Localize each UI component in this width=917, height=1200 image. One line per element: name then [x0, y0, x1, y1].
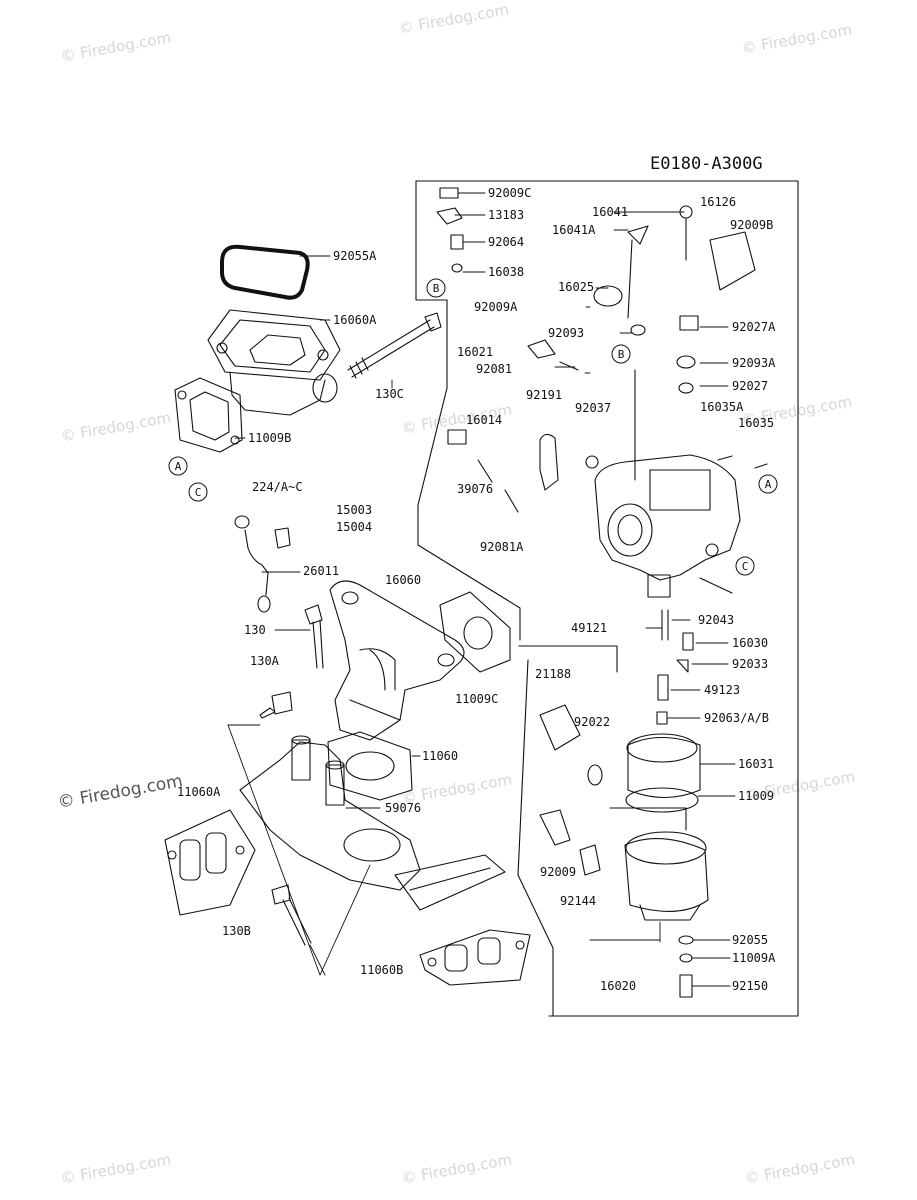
- reference-marker-c: C: [188, 482, 208, 502]
- part-label: 92037: [575, 401, 611, 415]
- part-label: 92063/A/B: [704, 711, 769, 725]
- part-label: 21188: [535, 667, 571, 681]
- part-label: 92064: [488, 235, 524, 249]
- part-label: 26011: [303, 564, 339, 578]
- gasket-11009b: [174, 377, 243, 453]
- part-label: 92043: [698, 613, 734, 627]
- small-carburetor-parts: [447, 339, 768, 594]
- part-label: 16025: [558, 280, 594, 294]
- bolt-130c: [347, 312, 442, 379]
- part-label: 16041: [592, 205, 628, 219]
- part-label: 92191: [526, 388, 562, 402]
- part-label: 130: [244, 623, 266, 637]
- part-label: 16014: [466, 413, 502, 427]
- part-label: 92009: [540, 865, 576, 879]
- part-label: 16060A: [333, 313, 377, 327]
- part-label: 39076: [457, 482, 493, 496]
- reference-marker-b: B: [611, 344, 631, 364]
- reference-marker-label: A: [765, 478, 772, 491]
- part-label: 92093: [548, 326, 584, 340]
- assembly-frames: [415, 180, 799, 1017]
- part-label: 11009A: [732, 951, 776, 965]
- float-16031: [625, 733, 701, 813]
- reference-marker-label: C: [195, 486, 202, 499]
- diagram-code: E0180-A300G: [650, 154, 763, 174]
- part-label: 15003: [336, 503, 372, 517]
- part-label: 92027A: [732, 320, 776, 334]
- part-label: 16035: [738, 416, 774, 430]
- leader-lines: [227, 192, 736, 987]
- part-label: 15004: [336, 520, 372, 534]
- part-label: 92093A: [732, 356, 776, 370]
- float-bowl-16020: [624, 831, 709, 921]
- reference-marker-b: B: [426, 278, 446, 298]
- part-label: 16041A: [552, 223, 596, 237]
- part-label: 92144: [560, 894, 596, 908]
- part-label: 130B: [222, 924, 251, 938]
- choke-parts: [436, 187, 756, 394]
- part-label: 224/A~C: [252, 480, 303, 494]
- gasket-11060a: [164, 809, 256, 916]
- part-label: 13183: [488, 208, 524, 222]
- jets-and-needle: [539, 609, 694, 998]
- carburetor-body-15003: [594, 369, 741, 598]
- part-label: 11060B: [360, 963, 403, 977]
- part-label: 59076: [385, 801, 421, 815]
- reference-marker-label: B: [433, 282, 440, 295]
- part-label: 92009B: [730, 218, 773, 232]
- part-label: 16038: [488, 265, 524, 279]
- part-label: 92055A: [333, 249, 377, 263]
- reference-marker-label: C: [742, 560, 749, 573]
- part-label: 16020: [600, 979, 636, 993]
- part-label: 92022: [574, 715, 610, 729]
- gasket-11060b: [419, 929, 531, 986]
- part-label: 11009B: [248, 431, 291, 445]
- part-label: 11009: [738, 789, 774, 803]
- part-label: 92081: [476, 362, 512, 376]
- part-label: 92009C: [488, 186, 531, 200]
- part-label: 16030: [732, 636, 768, 650]
- part-label: 16060: [385, 573, 421, 587]
- part-label: 130A: [250, 654, 280, 668]
- intake-manifold-16060: [329, 580, 511, 741]
- reference-marker-c: C: [735, 556, 755, 576]
- part-label: 92009A: [474, 300, 518, 314]
- part-label: 92150: [732, 979, 768, 993]
- bolts-130-130a: [259, 604, 324, 719]
- reference-marker-label: A: [175, 460, 182, 473]
- part-label: 16126: [700, 195, 736, 209]
- part-label: 130C: [375, 387, 404, 401]
- part-label: 49123: [704, 683, 740, 697]
- part-label: 11060A: [177, 785, 221, 799]
- part-label: 92081A: [480, 540, 524, 554]
- insulator-16060a: [207, 309, 341, 416]
- part-label: 11060: [422, 749, 458, 763]
- part-label: 16035A: [700, 400, 744, 414]
- part-label: 92033: [732, 657, 768, 671]
- part-label: 16021: [457, 345, 493, 359]
- gasket-92055a: [220, 244, 310, 300]
- part-label: 11009C: [455, 692, 498, 706]
- reference-marker-a: A: [168, 456, 188, 476]
- intake-pipe-59076: [239, 735, 506, 911]
- gasket-11060: [327, 731, 413, 801]
- reference-marker-a: A: [758, 474, 778, 494]
- part-label: 92055: [732, 933, 768, 947]
- part-label: 92027: [732, 379, 768, 393]
- ground-wire-26011: [234, 515, 291, 613]
- bolt-130b: [271, 884, 312, 946]
- reference-marker-label: B: [618, 348, 625, 361]
- part-label: 49121: [571, 621, 607, 635]
- part-label: 16031: [738, 757, 774, 771]
